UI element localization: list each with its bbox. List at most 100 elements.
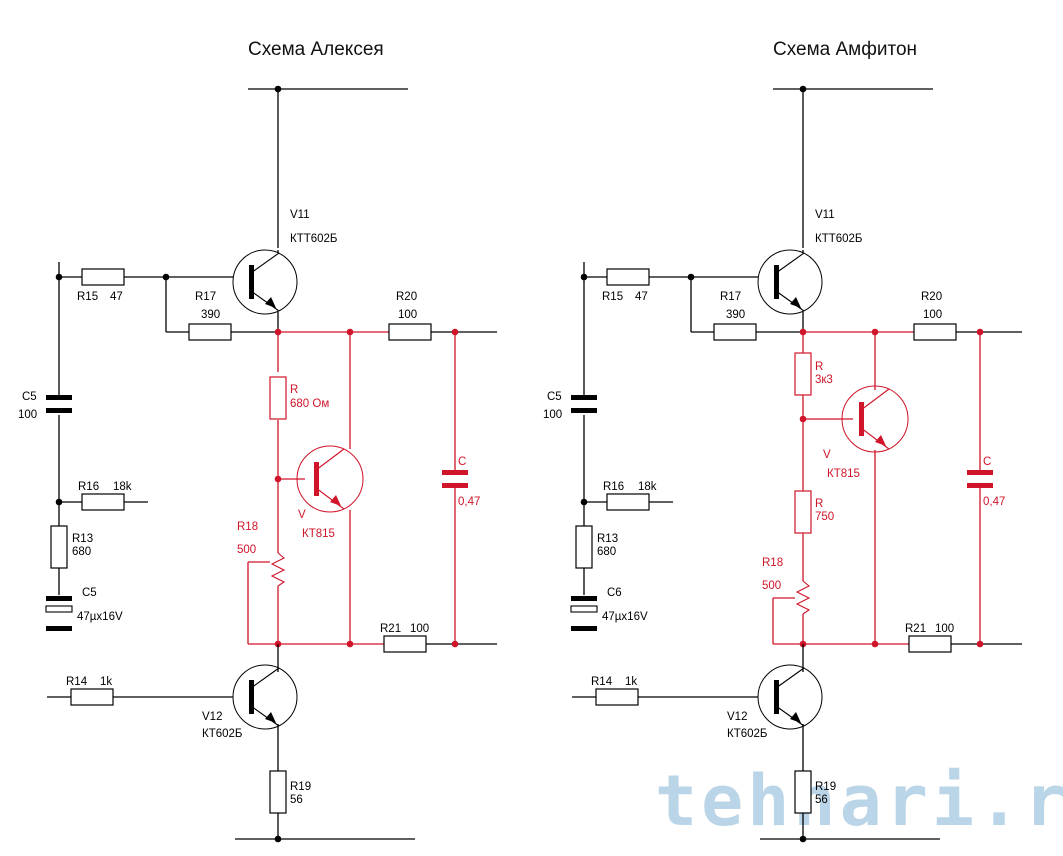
capacitor-c5	[571, 408, 597, 413]
emitter-lead	[315, 487, 345, 510]
transistor-v11	[757, 249, 823, 315]
emitter-arrow	[265, 297, 276, 308]
resistor-r14	[595, 688, 639, 706]
collector-lead	[860, 388, 890, 411]
label: C	[458, 456, 466, 468]
label: R18	[237, 521, 258, 533]
label: КТ602Б	[202, 728, 242, 740]
label: 47	[110, 291, 123, 303]
collector-lead	[315, 448, 345, 471]
label: 500	[237, 544, 256, 556]
label: 680	[597, 546, 616, 558]
emitter-lead	[250, 705, 280, 727]
label: КТ602Б	[727, 728, 767, 740]
label: 390	[726, 309, 745, 321]
resistor-r21	[908, 635, 952, 653]
label: КТ815	[302, 528, 335, 540]
label: C5	[22, 391, 37, 403]
label: V11	[815, 209, 835, 221]
capacitor-c	[442, 470, 468, 475]
resistor-r16	[81, 493, 125, 511]
capacitor-c	[967, 470, 993, 475]
label: C6	[607, 587, 622, 599]
label: R	[815, 361, 823, 373]
transistor-body	[232, 664, 298, 730]
collector-lead	[250, 252, 280, 274]
resistor-r16	[606, 493, 650, 511]
capacitor-electrolytic	[570, 605, 598, 613]
label: R13	[72, 533, 93, 545]
label: 100	[398, 309, 417, 321]
label: 56	[290, 794, 303, 806]
resistor-r20	[913, 323, 957, 341]
scheme-title: Схема Амфитон	[773, 39, 917, 60]
collector-lead	[775, 252, 805, 274]
label: R16	[78, 481, 99, 493]
label: R13	[597, 533, 618, 545]
resistor-r15	[606, 268, 650, 286]
label: 680	[72, 546, 91, 558]
label: 100	[935, 623, 954, 635]
label: V12	[202, 711, 222, 723]
label: R15	[602, 291, 623, 303]
emitter-lead	[860, 427, 890, 450]
scheme-title: Схема Алексея	[248, 39, 384, 60]
label: 500	[762, 580, 781, 592]
label: R21	[380, 623, 401, 635]
label: V	[823, 449, 831, 461]
transistor-body	[232, 249, 298, 315]
emitter-lead	[250, 290, 280, 312]
transistor-base-bar	[859, 402, 864, 436]
label: R	[815, 498, 823, 510]
collector-lead	[775, 667, 805, 689]
label: 100	[410, 623, 429, 635]
label: 18k	[638, 481, 657, 493]
resistor-r19	[794, 770, 812, 814]
resistor-r20	[388, 323, 432, 341]
label: R14	[591, 676, 613, 688]
label: 18k	[113, 481, 132, 493]
transistor-body	[757, 249, 823, 315]
label: R19	[290, 781, 311, 793]
potentiometer	[270, 552, 286, 587]
potentiometer	[795, 580, 811, 615]
label: 1k	[625, 676, 637, 688]
label: V12	[727, 711, 747, 723]
label: КТТ602Б	[815, 233, 862, 245]
label: КТТ602Б	[290, 233, 337, 245]
resistor-r17	[713, 323, 757, 341]
transistor-base-bar	[774, 680, 779, 714]
label: 100	[18, 409, 37, 421]
label: 3к3	[815, 374, 833, 386]
resistor-r	[794, 352, 812, 396]
label: R	[290, 384, 298, 396]
transistor-body	[296, 445, 364, 513]
emitter-lead	[775, 705, 805, 727]
label: R21	[905, 623, 926, 635]
label: 56	[815, 794, 828, 806]
emitter-arrow	[330, 495, 341, 506]
capacitor-c5	[46, 408, 72, 413]
label: R19	[815, 781, 836, 793]
resistor-r	[269, 376, 287, 420]
transistor-v12	[232, 664, 298, 730]
label: R15	[77, 291, 98, 303]
capacitor-c5	[46, 395, 72, 400]
transistor-base-bar	[774, 265, 779, 299]
label: V	[298, 509, 306, 521]
emitter-arrow	[875, 435, 886, 446]
label: R17	[720, 291, 741, 303]
junction-dot	[274, 835, 282, 843]
label: 390	[201, 309, 220, 321]
resistor-r14	[70, 688, 114, 706]
capacitor-electrolytic	[571, 626, 597, 631]
label: 100	[923, 309, 942, 321]
label: C5	[547, 391, 562, 403]
label: R14	[66, 676, 88, 688]
transistor-body	[757, 664, 823, 730]
resistor-r13	[575, 525, 593, 569]
label: 0,47	[458, 496, 480, 508]
